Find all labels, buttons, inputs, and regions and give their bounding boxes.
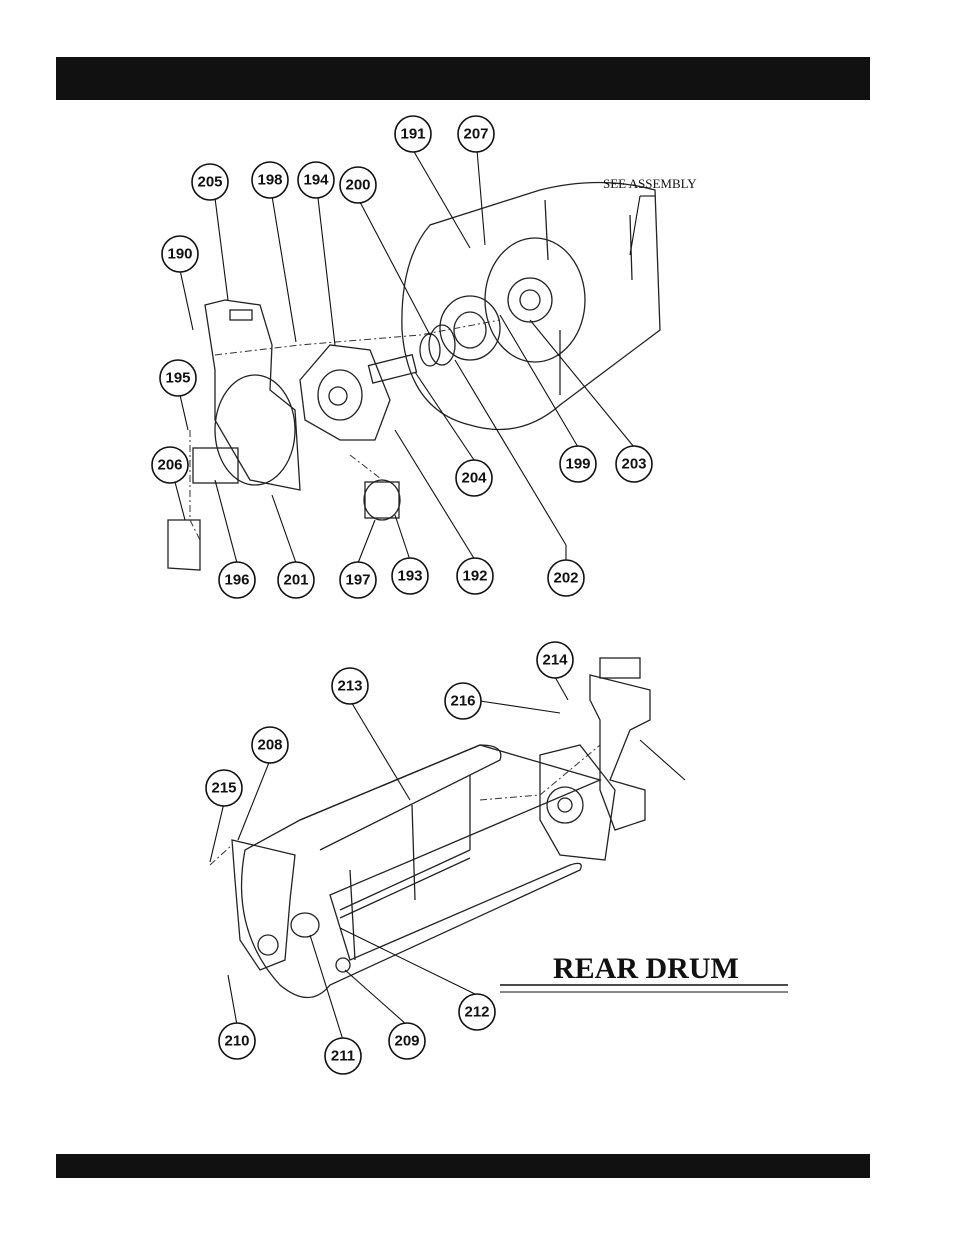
callout-194: 194: [298, 162, 334, 198]
callout-212: 212: [459, 994, 495, 1030]
svg-text:193: 193: [397, 568, 422, 585]
svg-text:209: 209: [394, 1033, 419, 1050]
svg-text:195: 195: [165, 370, 190, 387]
callout-199: 199: [560, 446, 596, 482]
hub-flange-plate: [300, 345, 390, 440]
svg-text:202: 202: [553, 570, 578, 587]
svg-text:212: 212: [464, 1004, 489, 1021]
callout-192: 192: [457, 558, 493, 594]
callout-209: 209: [389, 1023, 425, 1059]
svg-text:207: 207: [463, 126, 488, 143]
see-assembly-note: SEE ASSEMBLY: [603, 176, 697, 191]
svg-text:215: 215: [211, 780, 236, 797]
callouts: 191 207 205 198 194 200 190 195 206 196 201 197 193 1…: [152, 116, 652, 1074]
svg-text:216: 216: [450, 693, 475, 710]
callout-202: 202: [548, 560, 584, 596]
drum-end-plate: [485, 238, 585, 362]
callout-207: 207: [458, 116, 494, 152]
callout-201: 201: [278, 562, 314, 598]
svg-text:203: 203: [621, 456, 646, 473]
callout-204: 204: [456, 460, 492, 496]
callout-200: 200: [340, 167, 376, 203]
drum-axle: [340, 850, 470, 910]
callout-206: 206: [152, 447, 188, 483]
top-assembly: SEE ASSEMBLY: [168, 150, 697, 570]
callout-214: 214: [537, 642, 573, 678]
svg-text:199: 199: [565, 456, 590, 473]
svg-text:201: 201: [283, 572, 308, 589]
left-bracket: [232, 840, 295, 970]
callout-208: 208: [252, 727, 288, 763]
svg-text:200: 200: [345, 177, 370, 194]
callout-195: 195: [160, 360, 196, 396]
cover-plate: [168, 520, 200, 570]
svg-text:191: 191: [400, 126, 425, 143]
svg-text:205: 205: [197, 174, 222, 191]
callout-215: 215: [206, 770, 242, 806]
callout-197: 197: [340, 562, 376, 598]
svg-text:194: 194: [303, 172, 329, 189]
svg-text:190: 190: [167, 246, 192, 263]
bottom-assembly: REAR DRUM: [210, 658, 788, 1040]
svg-text:197: 197: [345, 572, 370, 589]
drive-motor: [364, 480, 400, 520]
svg-text:214: 214: [542, 652, 568, 669]
callout-203: 203: [616, 446, 652, 482]
callout-193: 193: [392, 558, 428, 594]
rear-drum-body: [242, 745, 600, 998]
callout-191: 191: [395, 116, 431, 152]
svg-text:206: 206: [157, 457, 182, 474]
drum-bearing: [291, 913, 319, 937]
right-end-plate: [540, 745, 615, 860]
svg-text:196: 196: [224, 572, 249, 589]
callout-198: 198: [252, 162, 288, 198]
svg-text:198: 198: [257, 172, 282, 189]
callout-196: 196: [219, 562, 255, 598]
svg-text:210: 210: [224, 1033, 249, 1050]
svg-text:213: 213: [337, 678, 362, 695]
callout-190: 190: [162, 236, 198, 272]
callout-211: 211: [325, 1038, 361, 1074]
switch-box: [193, 448, 238, 483]
callout-205: 205: [192, 164, 228, 200]
svg-text:192: 192: [462, 568, 487, 585]
right-bracket: [590, 675, 650, 830]
drum-hub: [508, 278, 552, 322]
callout-213: 213: [332, 668, 368, 704]
callout-216: 216: [445, 683, 481, 719]
callout-210: 210: [219, 1023, 255, 1059]
svg-text:211: 211: [331, 1048, 355, 1065]
svg-text:208: 208: [257, 737, 282, 754]
drum-shell: [402, 183, 660, 430]
svg-text:204: 204: [461, 470, 487, 487]
figure-title: REAR DRUM: [553, 952, 739, 985]
